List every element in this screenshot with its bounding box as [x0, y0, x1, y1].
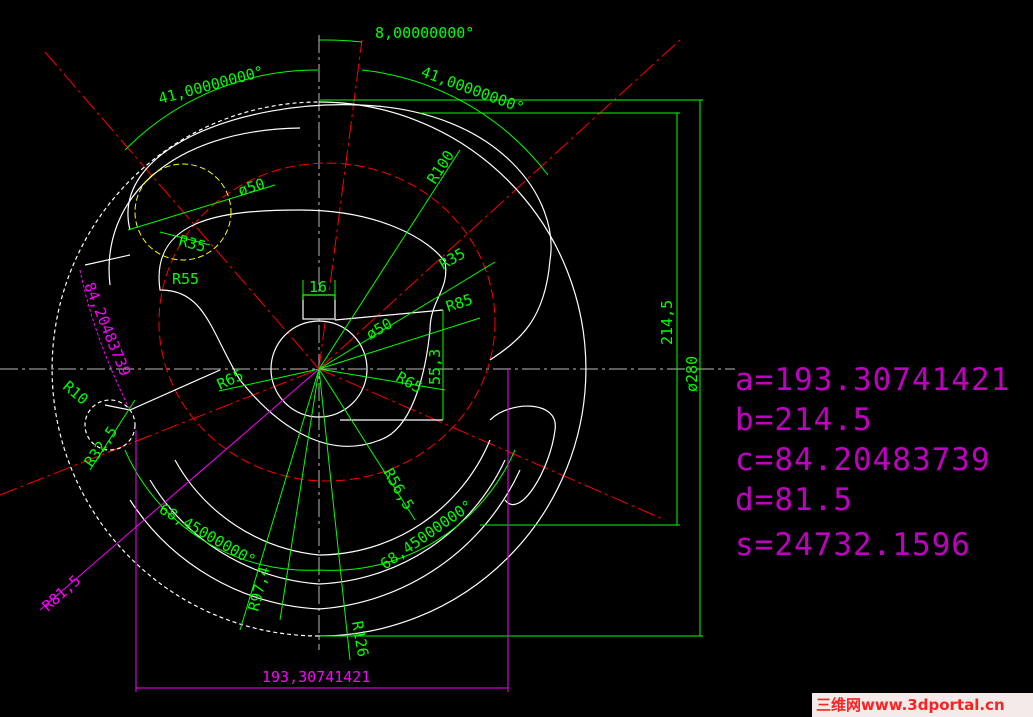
key-width-label: 16	[309, 278, 327, 296]
r10-label: R10	[59, 377, 91, 408]
result-d: d=81.5	[735, 482, 853, 518]
r97-label: R97,4	[244, 565, 273, 613]
result-s: s=24732.1596	[735, 527, 971, 563]
result-b: b=214.5	[735, 402, 873, 438]
key-height-label: 55,3	[426, 349, 444, 385]
angle-right-label: 41,00000000°	[419, 63, 527, 117]
angle-left-label: 41,00000000°	[156, 62, 265, 107]
r35-right-label: R35	[436, 244, 468, 273]
r32-label: R32,5	[81, 423, 122, 470]
r100-label: R100	[423, 147, 458, 187]
r81-label: R81,5	[39, 571, 85, 615]
r126-label: R126	[348, 620, 372, 659]
r85-label: R85	[444, 290, 475, 315]
watermark-logo: 三维网www.3dportal.cn	[812, 693, 1033, 717]
height-label: 214,5	[658, 300, 676, 345]
yellow-circle	[134, 163, 232, 261]
result-dimension-lines	[39, 269, 509, 692]
outer-dia-label: ø280	[683, 356, 701, 392]
angle-bottom-right-label: 68,45000000°	[377, 496, 476, 573]
angle-top-label: 8,00000000°	[375, 24, 474, 42]
angle-bottom-left-label: 68,45000000°	[156, 500, 259, 570]
chord-c-label: 84,20483739	[80, 280, 134, 379]
result-a: a=193.30741421	[735, 362, 1011, 398]
width-label: 193,30741421	[262, 668, 370, 686]
r55-label: R55	[172, 270, 199, 288]
dimension-lines	[89, 39, 703, 661]
r65-right-label: R65	[393, 368, 425, 397]
r56-label: R56,5	[380, 465, 418, 513]
result-c: c=84.20483739	[735, 442, 991, 478]
centerlines	[0, 35, 735, 650]
dia-small-label: ø50	[236, 175, 267, 200]
